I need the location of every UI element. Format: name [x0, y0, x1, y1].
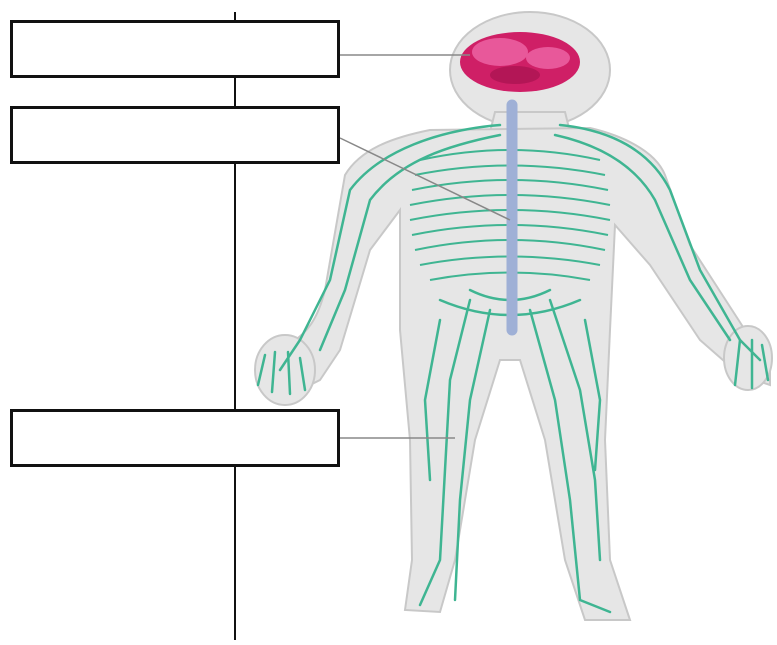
brain: [460, 32, 580, 92]
label-box-nerves[interactable]: [10, 409, 340, 467]
label-box-brain[interactable]: [10, 20, 340, 78]
label-box-spinal-cord[interactable]: [10, 106, 340, 164]
